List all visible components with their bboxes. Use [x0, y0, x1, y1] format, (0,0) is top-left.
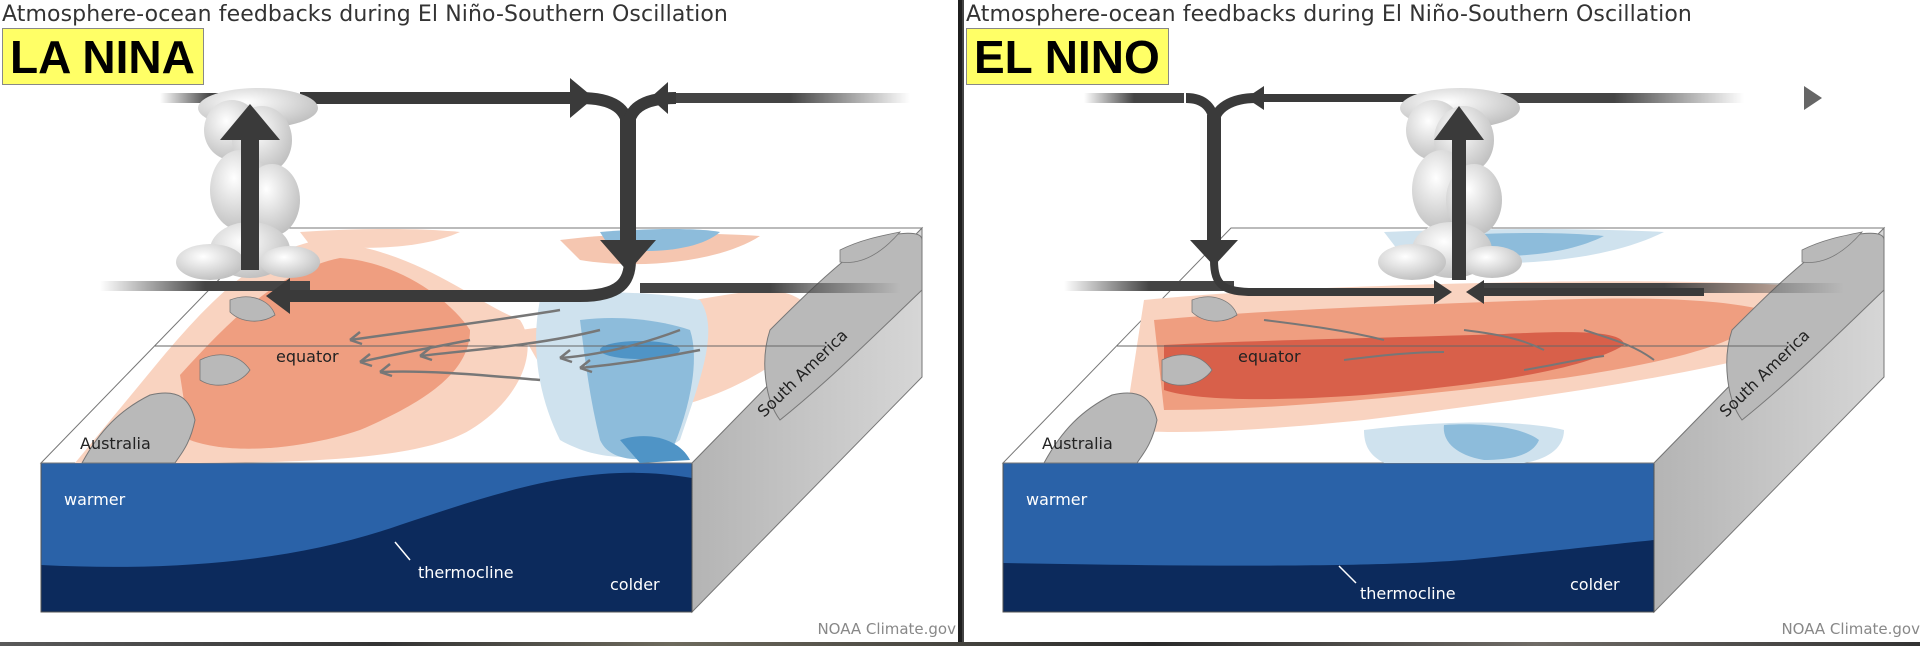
- walker-circulation-arrows: [1064, 86, 1844, 304]
- phase-badge: LA NINA: [2, 28, 204, 85]
- equator-label: equator: [1238, 347, 1301, 366]
- diagram-title: Atmosphere-ocean feedbacks during El Niñ…: [966, 2, 1692, 27]
- land-masses: [81, 231, 923, 464]
- ocean-cross-section: [40, 462, 693, 613]
- warmer-label: warmer: [64, 490, 126, 509]
- cold-layer: [1003, 540, 1654, 612]
- south-america-land: [764, 232, 923, 421]
- australia-land: [81, 392, 196, 464]
- thermocline-label: thermocline: [1360, 584, 1456, 603]
- australia-label: Australia: [80, 434, 151, 453]
- cloud-column-icon: [1378, 88, 1522, 280]
- thermocline-pointer: [1338, 565, 1357, 584]
- phase-badge: EL NINO: [966, 28, 1169, 85]
- land-masses: [1043, 231, 1885, 464]
- source-credit: NOAA Climate.gov: [1781, 620, 1920, 638]
- australia-label: Australia: [1042, 434, 1113, 453]
- walker-circulation-arrows: [100, 78, 910, 314]
- equator-label: equator: [276, 347, 339, 366]
- el-nino-diagram: equator Australia South America warmer t…: [1001, 86, 1886, 614]
- el-nino-panel: equator Australia South America warmer t…: [962, 0, 1920, 642]
- australia-land: [1043, 392, 1158, 464]
- colder-label: colder: [1570, 575, 1620, 594]
- ocean-cross-section: [1002, 462, 1655, 613]
- south-america-land: [1726, 232, 1885, 421]
- cold-layer: [41, 472, 692, 612]
- thermocline-pointer: [394, 541, 411, 561]
- source-credit: NOAA Climate.gov: [817, 620, 956, 638]
- colder-label: colder: [610, 575, 660, 594]
- surface-wind-arrows: [349, 308, 701, 382]
- taskbar-strip: [0, 642, 1920, 646]
- surface-wind-arrows: [1263, 319, 1655, 371]
- la-nina-panel: equator Australia South America warmer t…: [0, 0, 958, 642]
- diagram-title: Atmosphere-ocean feedbacks during El Niñ…: [2, 2, 728, 27]
- warmer-label: warmer: [1026, 490, 1088, 509]
- thermocline-label: thermocline: [418, 563, 514, 582]
- la-nina-diagram: equator Australia South America warmer t…: [39, 78, 924, 614]
